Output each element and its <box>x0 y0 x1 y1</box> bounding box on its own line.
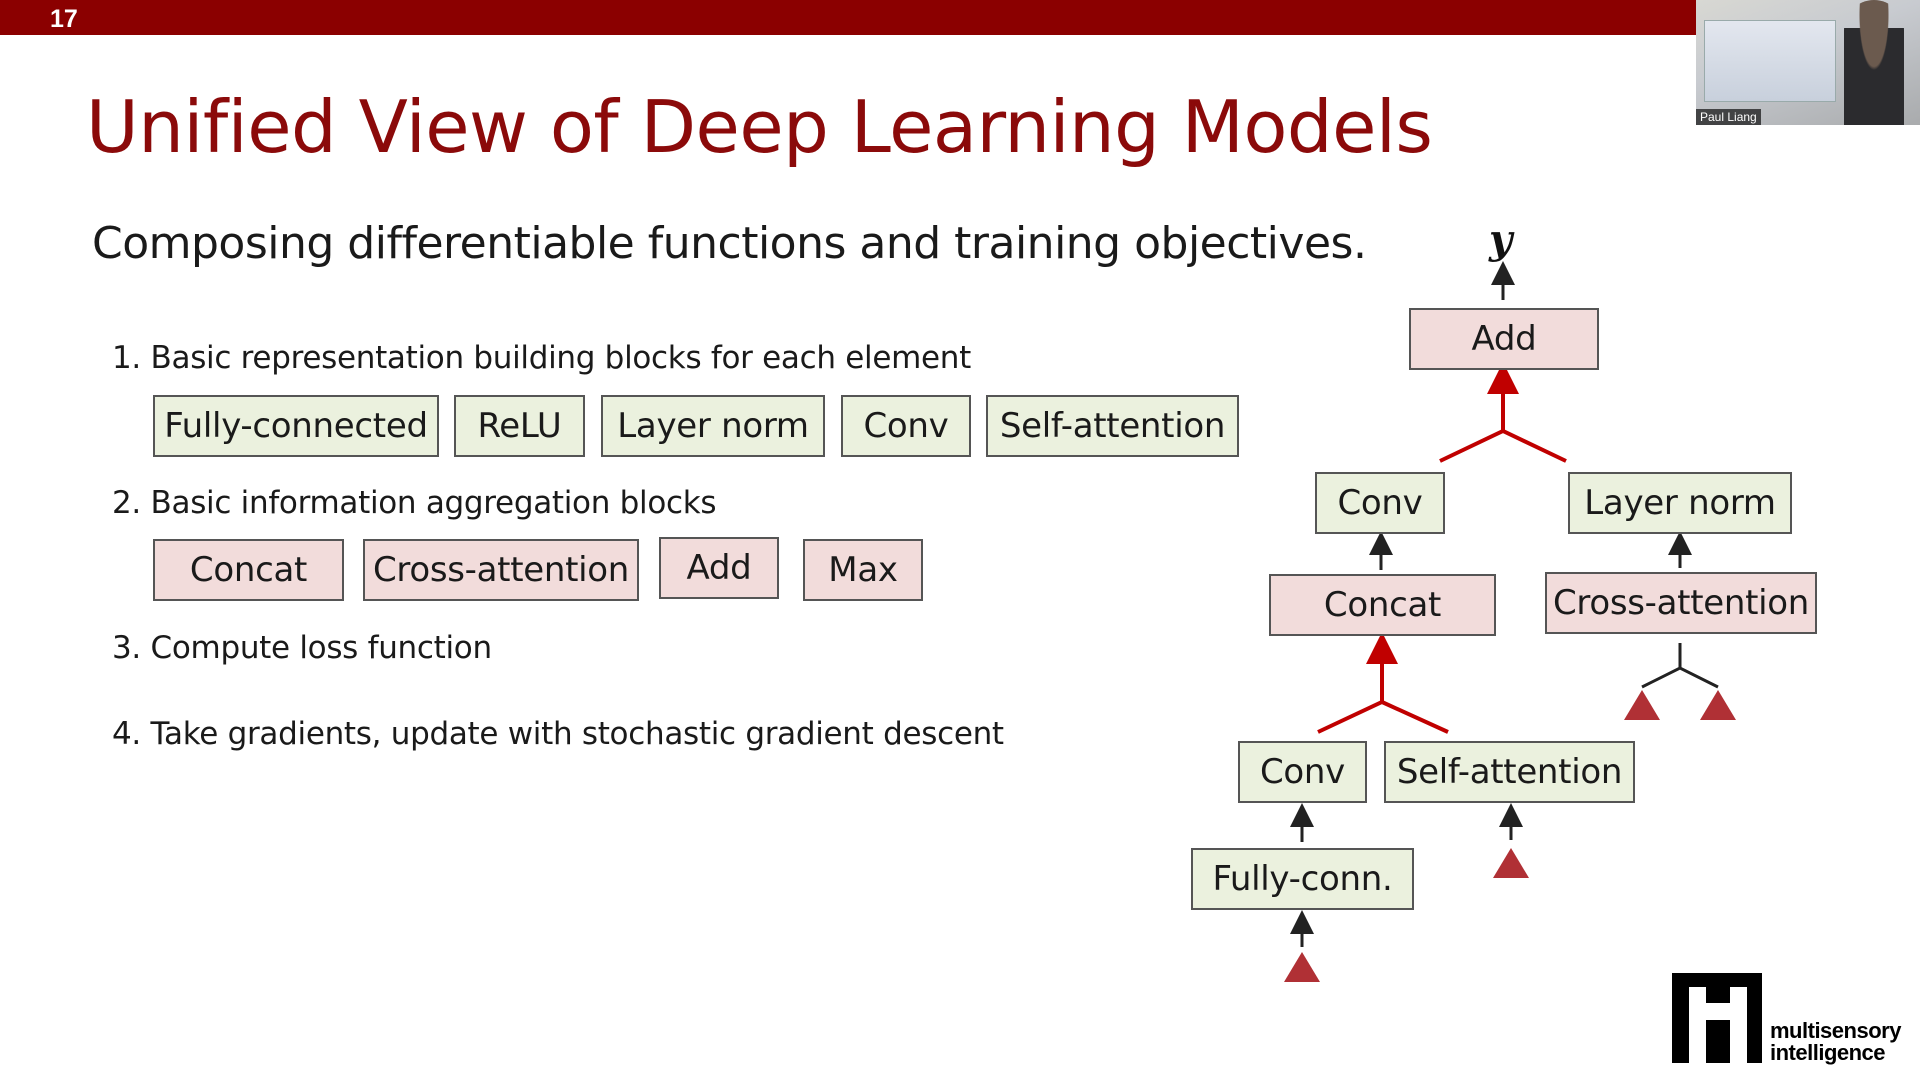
block-conv: Conv <box>841 395 971 457</box>
block-add: Add <box>659 537 779 599</box>
block-max: Max <box>803 539 923 601</box>
block-self-attention: Self-attention <box>986 395 1239 457</box>
node-concat: Concat <box>1269 574 1496 636</box>
node-add: Add <box>1409 308 1599 370</box>
red-fork-add <box>1439 428 1567 463</box>
block-relu: ReLU <box>454 395 585 457</box>
input-triangle-icon <box>1700 690 1736 720</box>
output-y-label: y <box>1489 216 1513 263</box>
node-conv-top: Conv <box>1315 472 1445 534</box>
block-layer-norm: Layer norm <box>601 395 825 457</box>
multisensory-intelligence-logo <box>1672 973 1762 1063</box>
list-item: 1. Basic representation building blocks … <box>112 340 971 376</box>
input-triangle-icon <box>1624 690 1660 720</box>
list-item: 2. Basic information aggregation blocks <box>112 485 717 521</box>
slide-number: 17 <box>50 5 78 33</box>
node-conv-bottom: Conv <box>1238 741 1367 803</box>
participant-name: Paul Liang <box>1696 109 1761 125</box>
presenter-figure <box>1844 0 1904 125</box>
logo-line-1: multisensory <box>1770 1018 1901 1043</box>
list-item: 4. Take gradients, update with stochasti… <box>112 716 1004 752</box>
block-concat: Concat <box>153 539 344 601</box>
participant-video[interactable]: Paul Liang <box>1696 0 1920 125</box>
top-bar: 17 <box>0 0 1920 35</box>
node-cross-attention: Cross-attention <box>1545 572 1817 634</box>
block-cross-attention: Cross-attention <box>363 539 639 601</box>
node-self-attention: Self-attention <box>1384 741 1635 803</box>
block-fully-connected: Fully-connected <box>153 395 439 457</box>
list-item: 3. Compute loss function <box>112 630 492 666</box>
node-layer-norm: Layer norm <box>1568 472 1792 534</box>
logo-line-2: intelligence <box>1770 1040 1886 1065</box>
slide-title: Unified View of Deep Learning Models <box>86 85 1433 169</box>
fork-crossattn <box>1641 666 1719 689</box>
logo-text: multisensory intelligence <box>1770 1020 1901 1064</box>
node-fully-conn: Fully-conn. <box>1191 848 1414 910</box>
input-triangle-icon <box>1493 848 1529 878</box>
red-fork-concat <box>1317 699 1449 734</box>
slide-subtitle: Composing differentiable functions and t… <box>92 218 1367 269</box>
video-background-screen <box>1704 20 1836 102</box>
input-triangle-icon <box>1284 952 1320 982</box>
